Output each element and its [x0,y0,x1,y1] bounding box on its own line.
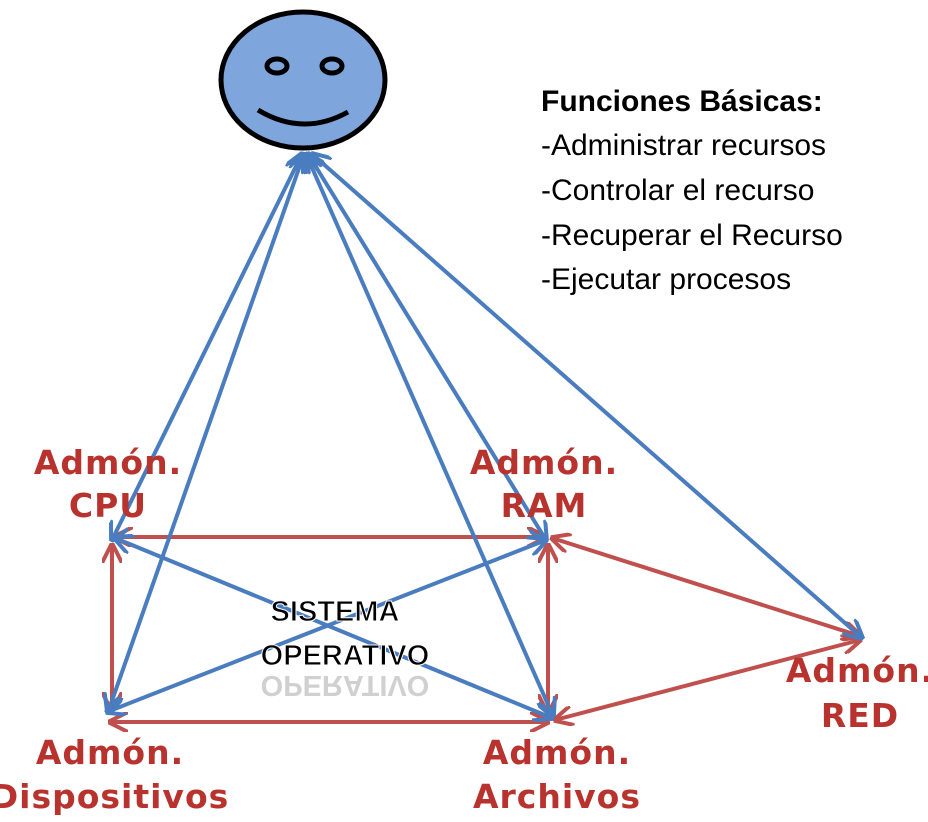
node-red-line2: RED [821,696,899,735]
face-circle [218,9,388,151]
arrow-ram-red [552,538,860,636]
node-archivos-line2: Archivos [473,777,641,816]
arrow-user-cpu [112,154,302,540]
arrow-archivos-red [555,640,860,720]
node-dispositivos-line1: Admón. [36,733,184,772]
node-cpu: Admón. CPU [34,443,182,525]
node-dispositivos-line2: Dispositivos [0,777,229,816]
function-item: -Ejecutar procesos [541,263,791,296]
node-ram-line1: Admón. [470,443,618,482]
right-eye [319,56,345,76]
node-ram: Admón. RAM [470,443,618,525]
node-red-line1: Admón. [786,651,928,690]
center-label-line1: SISTEMA [271,596,400,628]
center-label-reflection: OPERATIVO [261,669,430,701]
center-label: SISTEMA OPERATIVO OPERATIVO [260,596,430,702]
center-label-line2: OPERATIVO [261,640,430,672]
smile-mouth [256,107,350,127]
node-archivos: Admón. Archivos [473,733,641,816]
functions-list: Funciones Básicas: -Administrar recursos… [541,85,843,296]
arrow-user-dispositivos [108,154,304,712]
blue-arrows [107,154,862,718]
arrow-user-ram [308,154,546,540]
node-cpu-line2: CPU [69,486,147,525]
smiley-face-icon [218,9,388,151]
function-item: -Recuperar el Recurso [541,219,843,252]
function-item: -Administrar recursos [541,129,826,162]
arrow-user-red [312,154,862,638]
node-dispositivos: Admón. Dispositivos [0,733,229,816]
left-eye [264,56,290,76]
node-ram-line2: RAM [501,486,588,525]
function-item: -Controlar el recurso [541,174,814,207]
node-archivos-line1: Admón. [483,733,631,772]
node-cpu-line1: Admón. [34,443,182,482]
functions-title: Funciones Básicas: [541,85,823,118]
node-red: Admón. RED [786,651,928,735]
